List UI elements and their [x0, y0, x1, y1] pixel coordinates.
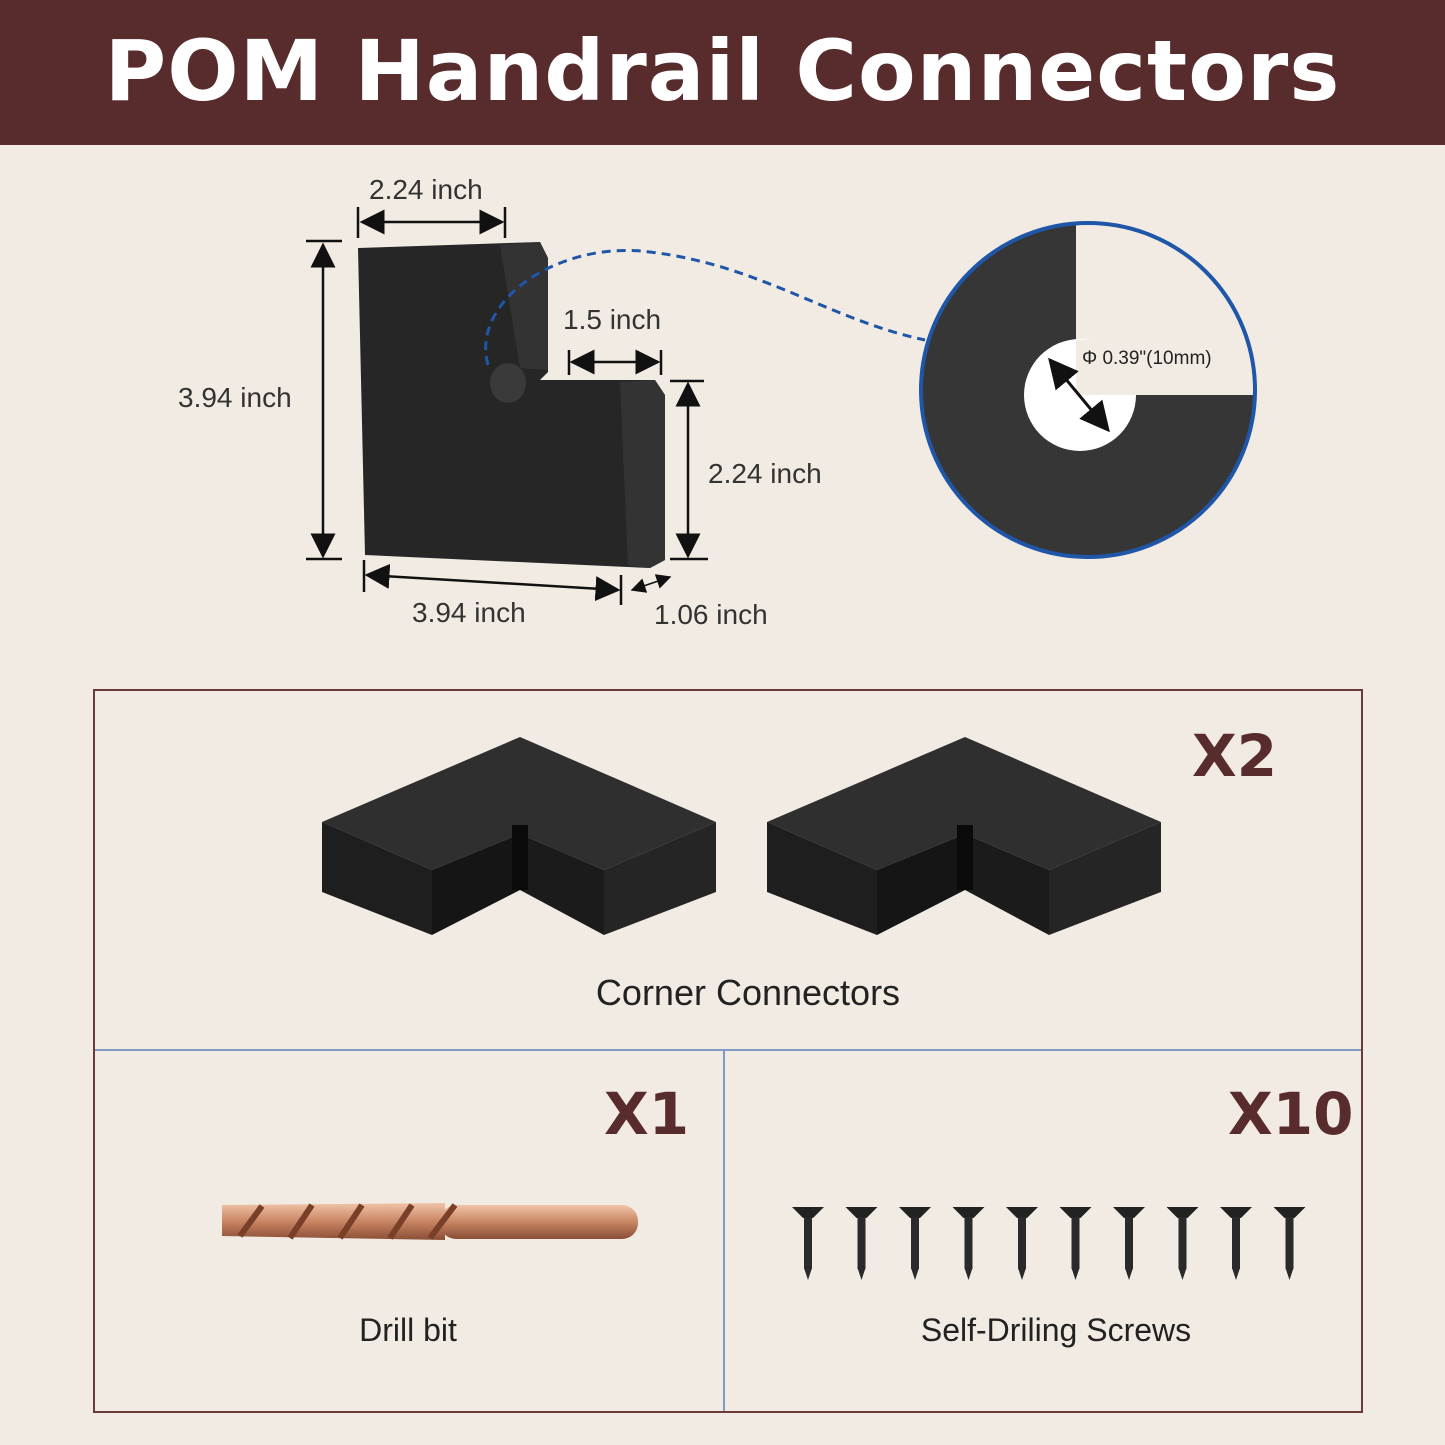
drill-qty: X1 — [604, 1080, 690, 1148]
screw-icon — [1166, 1207, 1199, 1280]
screws-icon-group — [792, 1207, 1306, 1280]
dim-hole-diameter: Φ 0.39"(10mm) — [1082, 348, 1212, 369]
corner-label: Corner Connectors — [595, 972, 901, 1013]
screw-icon — [1113, 1207, 1145, 1280]
corner-qty: X2 — [1192, 722, 1278, 790]
dim-thickness: 1.06 inch — [654, 599, 768, 630]
dim-top-width: 2.24 inch — [369, 174, 483, 205]
l-connector-front-view — [358, 242, 665, 568]
screw-icon — [1273, 1207, 1306, 1280]
corner-connector-icon — [322, 737, 716, 935]
screw-icon — [1220, 1207, 1252, 1280]
dim-notch: 1.5 inch — [563, 304, 662, 335]
dim-right-height: 2.24 inch — [708, 458, 822, 489]
screws-label: Self-Driling Screws — [920, 1312, 1192, 1348]
dimension-lines — [306, 207, 708, 605]
hole-detail-circle — [919, 221, 1257, 559]
package-contents-box — [93, 689, 1363, 1413]
screw-icon — [1059, 1207, 1092, 1280]
header-banner — [0, 0, 1445, 145]
screw-icon — [899, 1207, 931, 1280]
dim-height: 3.94 inch — [178, 382, 292, 413]
drill-bit-icon — [222, 1203, 638, 1240]
callout-dashed-line — [484, 249, 926, 366]
drill-label: Drill bit — [359, 1312, 457, 1348]
screw-icon — [845, 1207, 878, 1280]
screws-qty: X10 — [1228, 1080, 1354, 1148]
dim-bottom-width: 3.94 inch — [412, 597, 526, 628]
divider-horizontal — [95, 1049, 1361, 1051]
divider-vertical — [723, 1051, 725, 1411]
screw-icon — [952, 1207, 985, 1280]
screw-icon — [1006, 1207, 1038, 1280]
corner-connector-icon — [767, 737, 1161, 935]
screw-icon — [792, 1207, 824, 1280]
page-title: POM Handrail Connectors — [104, 22, 1341, 120]
